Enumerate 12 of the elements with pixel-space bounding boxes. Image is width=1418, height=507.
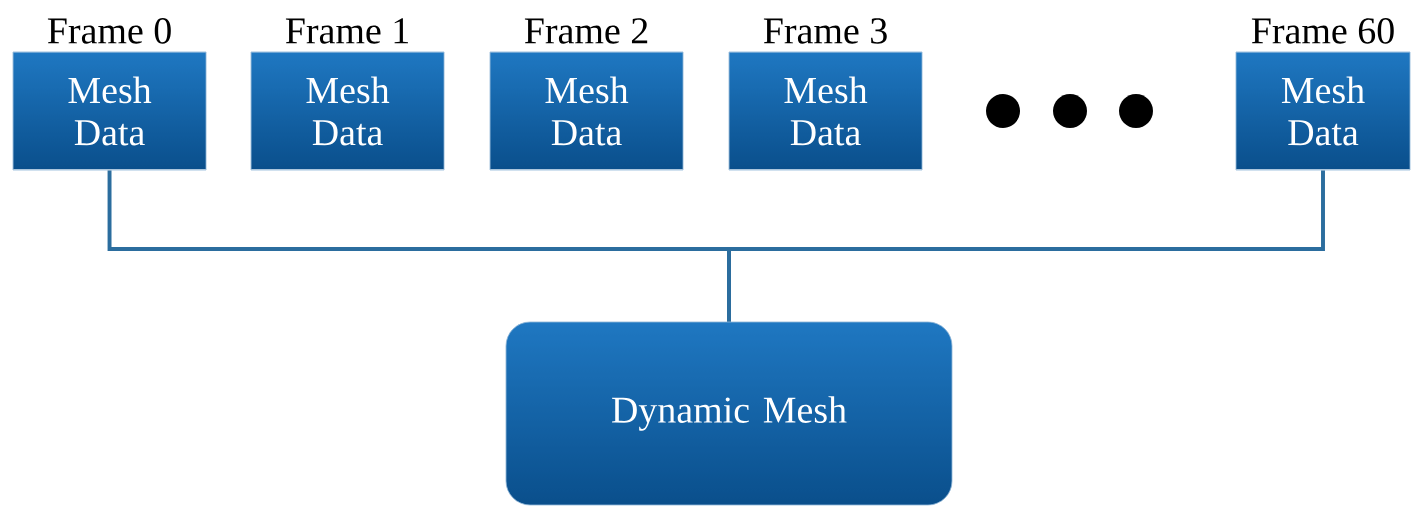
- frame-label: Frame 0: [47, 18, 171, 44]
- result-box: Dynamic Mesh: [505, 321, 953, 506]
- frame-label: Frame 1: [285, 18, 408, 44]
- process-box: Mesh Data: [728, 51, 923, 171]
- process-box: Mesh Data: [489, 51, 684, 171]
- frame-label: Frame 3: [763, 18, 887, 44]
- process-box: Mesh Data: [250, 51, 445, 171]
- frame-label: Frame 60: [1251, 18, 1394, 44]
- process-box: Mesh Data: [1235, 51, 1411, 171]
- frame-label: Frame 2: [524, 18, 648, 44]
- process-box: Mesh Data: [12, 51, 207, 171]
- connector-line: [727, 170, 1325, 322]
